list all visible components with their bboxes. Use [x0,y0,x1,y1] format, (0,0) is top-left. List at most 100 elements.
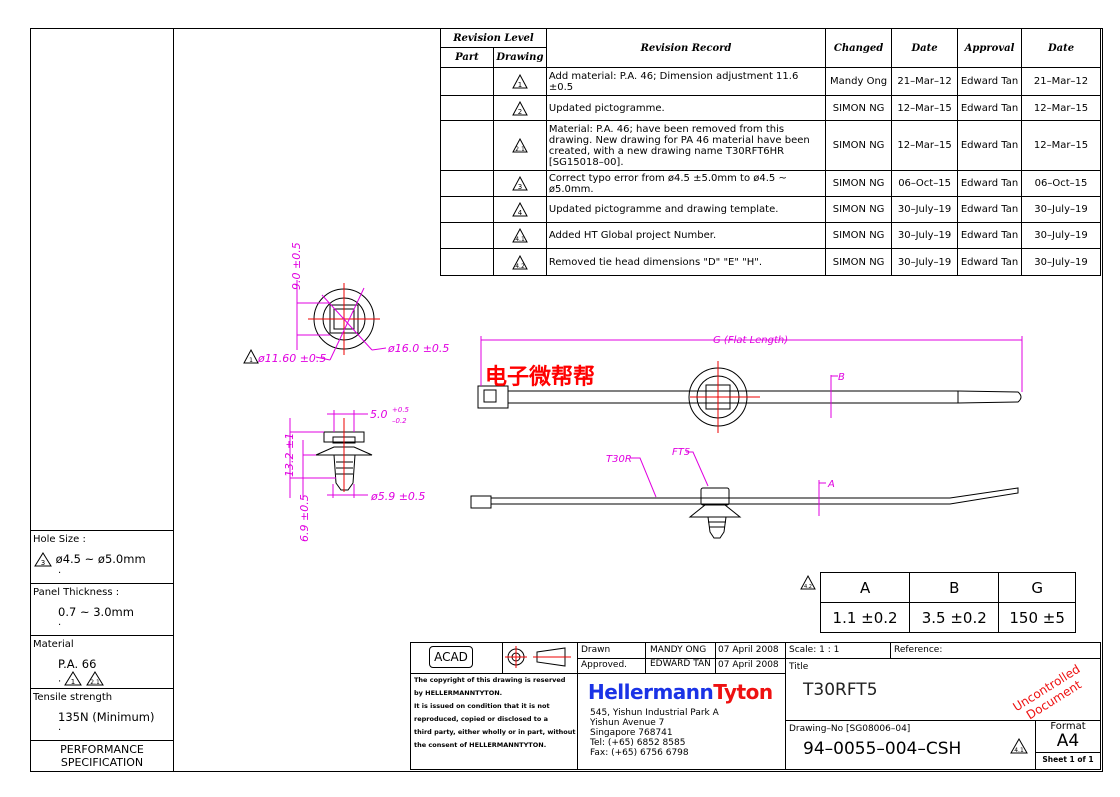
performance-spec-footer: PERFORMANCE SPECIFICATION [30,740,174,775]
revision-triangle-icon: 2.1 [85,671,104,686]
changed-cell: Mandy Ong [825,67,893,96]
label-ft5: FT5 [672,447,690,458]
part-cell [440,196,494,223]
drawn-by: MANDY ONG [650,645,707,655]
approved-label: Approved. [581,660,628,670]
revision-row: 2.1 Material: P.A. 46; have been removed… [440,120,1101,171]
revision-row: 2 Updated pictogramme. SIMON NG 12–Mar–1… [440,95,1101,121]
dim-value-b: 3.5 ±0.2 [909,602,1000,633]
date-cell: 30–July–19 [891,248,959,276]
revision-triangle-icon: 4.2 [800,574,816,590]
dim-value-a: 1.1 ±0.2 [819,602,911,633]
revision-triangle-icon: 1 [243,348,259,364]
tensile-label: Tensile strength [33,692,113,703]
copyright-notice: The copyright of this drawing is reserve… [414,676,576,749]
format-label: Format [1050,721,1086,732]
revision-triangle-icon: 1 [64,671,83,686]
svg-text:2.1: 2.1 [90,679,100,686]
revision-triangle-icon: 3 [512,176,528,191]
title-label: Title [789,662,809,672]
dim-16: ø16.0 ±0.5 [387,342,449,355]
svg-text:4.2: 4.2 [515,263,525,270]
svg-text:4.1: 4.1 [515,236,525,243]
changed-cell: SIMON NG [825,120,893,171]
projection-symbol-icon [505,646,571,668]
svg-text:3: 3 [518,183,522,191]
approval-cell: Edward Tan [957,248,1023,276]
material-value: P.A. 66 [58,657,97,671]
revision-triangle-icon: 1 [512,74,528,89]
title-block [410,642,1101,770]
date-cell: 12–Mar–15 [891,120,959,171]
drawing-mark-cell: 1 [492,67,547,96]
drawn-date: 07 April 2008 [718,645,779,655]
approval-cell: Edward Tan [957,222,1023,249]
footer-line: SPECIFICATION [60,756,144,769]
revision-triangle-icon: 4.1 [512,228,528,243]
date-cell: 30–July–19 [891,196,959,223]
date-cell: 12–Mar–15 [891,95,959,121]
tensile-value: 135N (Minimum) [58,710,155,724]
panel-thickness-value: 0.7 ~ 3.0mm [58,605,134,619]
svg-text:4: 4 [518,209,523,217]
changed-cell: SIMON NG [825,248,893,276]
header-date-approval: Date [1021,28,1101,68]
drawn-label: Drawn [581,645,611,655]
dim-59: ø5.9 ±0.5 [370,490,425,503]
header-approval: Approval [957,28,1023,68]
dim-g: G (Flat Length) [713,335,788,346]
dim-13: 13.2 ±1 [283,433,296,477]
header-record: Revision Record [545,28,827,68]
svg-text:1: 1 [249,357,253,364]
revision-triangle-icon: 4 [512,202,528,217]
svg-text:2.1: 2.1 [515,146,525,153]
approval-date-cell: 30–July–19 [1021,248,1101,276]
left-panel-divider [173,28,174,772]
panel-thickness-label: Panel Thickness : [33,587,120,598]
dim-5: 5.0 [370,408,388,421]
svg-text:3: 3 [41,559,45,567]
record-cell: Removed tie head dimensions "D" "E" "H". [545,248,827,276]
dim-9: 9.0 ±0.5 [290,242,303,290]
dim-b: B [838,372,845,383]
watermark-text: 电子微帮帮 [485,364,595,390]
approval-cell: Edward Tan [957,67,1023,96]
hole-size-section: Hole Size : 3 ø4.5 ~ ø5.0mm . [30,530,174,584]
drawing-mark-cell: 4.1 [492,222,547,249]
drawing-mark-cell: 4 [492,196,547,223]
acad-badge: ACAD [429,646,473,668]
revision-triangle-icon: 2.1 [512,138,528,153]
reference-label: Reference: [894,645,943,655]
label-t30r: T30R [606,454,632,465]
dim-value-g: 150 ±5 [998,602,1076,633]
svg-text:1: 1 [518,81,522,89]
dim-a: A [827,479,835,490]
dim-5-tol-minus: –0.2 [392,417,407,425]
material-label: Material [33,639,74,650]
revision-triangle-icon: 4.1 [1010,738,1028,754]
approved-date: 07 April 2008 [718,660,779,670]
drawing-mark-cell: 2.1 [492,120,547,171]
dim-11: ø11.60 ±0.5 [257,352,326,365]
company-logo: HellermannTyton [588,680,773,704]
approved-by: EDWARD TAN [650,659,711,669]
revision-triangle-icon: 2 [512,100,528,116]
dim-6: 6.9 ±0.5 [298,494,311,542]
format-value: A4 [1056,731,1080,751]
revision-row: 3 Correct typo error from ø4.5 ±5.0mm to… [440,170,1101,197]
revision-row: 4.2 Removed tie head dimensions "D" "E" … [440,248,1101,276]
changed-cell: SIMON NG [825,95,893,121]
part-cell [440,170,494,197]
approval-date-cell: 12–Mar–15 [1021,120,1101,171]
material-section: Material P.A. 66 . 1 2.1 [30,635,174,689]
changed-cell: SIMON NG [825,222,893,249]
panel-thickness-section: Panel Thickness : 0.7 ~ 3.0mm . [30,583,174,636]
svg-text:4.1: 4.1 [1014,747,1024,754]
revision-triangle-icon: 4.2 [512,254,528,270]
hole-size-value: ø4.5 ~ ø5.0mm [55,552,146,566]
sheet-number: Sheet 1 of 1 [1042,755,1094,764]
approval-date-cell: 12–Mar–15 [1021,95,1101,121]
